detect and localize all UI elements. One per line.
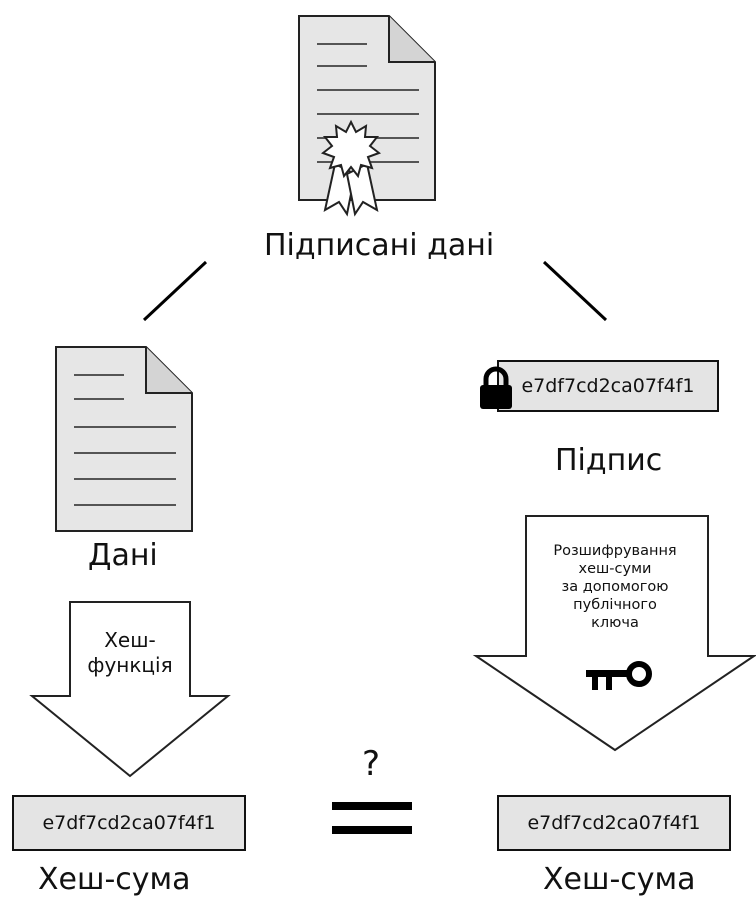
decrypt-line1: Розшифрування bbox=[553, 543, 677, 559]
hash-function-arrow bbox=[29, 601, 231, 778]
right-hash-box: e7df7cd2ca07f4f1 bbox=[497, 795, 731, 851]
data-label: Дані bbox=[88, 538, 158, 573]
signature-hash-value: e7df7cd2ca07f4f1 bbox=[521, 375, 695, 397]
connector-left bbox=[142, 260, 208, 322]
left-hash-box: e7df7cd2ca07f4f1 bbox=[12, 795, 246, 851]
signature-label: Підпис bbox=[555, 443, 663, 478]
data-document-icon bbox=[55, 346, 193, 532]
compare-question-mark: ? bbox=[362, 744, 381, 784]
hash-function-line1: Хеш- bbox=[104, 628, 156, 652]
left-hash-value: e7df7cd2ca07f4f1 bbox=[42, 812, 216, 834]
signature-hash-box: e7df7cd2ca07f4f1 bbox=[497, 360, 719, 412]
hash-function-text: Хеш- функція bbox=[70, 628, 190, 678]
decrypt-line4: публічного bbox=[573, 597, 657, 613]
right-hash-value: e7df7cd2ca07f4f1 bbox=[527, 812, 701, 834]
decrypt-line3: за допомогою bbox=[561, 579, 669, 595]
equals-sign bbox=[332, 802, 412, 834]
decrypt-line2: хеш-суми bbox=[578, 561, 652, 577]
hash-function-line2: функція bbox=[87, 653, 173, 677]
lock-icon bbox=[480, 366, 512, 409]
left-hash-label: Хеш-сума bbox=[38, 862, 191, 897]
signed-data-title: Підписані дані bbox=[264, 228, 495, 263]
right-hash-label: Хеш-сума bbox=[543, 862, 696, 897]
key-icon bbox=[586, 661, 652, 690]
signed-document-icon bbox=[298, 15, 436, 217]
decrypt-line5: ключа bbox=[591, 615, 639, 631]
decrypt-text: Розшифрування хеш-суми за допомогою публ… bbox=[526, 542, 704, 632]
connector-right bbox=[542, 260, 608, 322]
decrypt-arrow bbox=[472, 515, 756, 752]
